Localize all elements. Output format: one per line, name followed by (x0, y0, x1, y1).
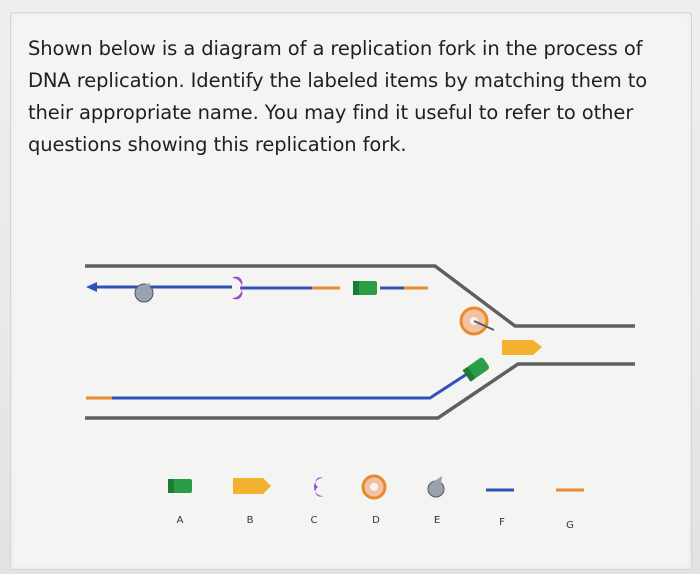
top-parental-strand (85, 264, 635, 328)
legend-label-d: D (372, 515, 380, 526)
ring-at-fork (459, 306, 495, 336)
polymerase-on-lagging (353, 281, 377, 295)
sliding-clamp-on-strand (232, 276, 243, 300)
legend-label-a: A (177, 515, 184, 526)
legend-label-g: G (566, 520, 574, 531)
question-text: Shown below is a diagram of a replicatio… (28, 37, 648, 156)
polymerase-on-leading (462, 357, 490, 382)
legend-label-f: F (499, 517, 505, 528)
legend-label-c: C (311, 515, 318, 526)
legend-label-b: B (247, 515, 254, 526)
bottom-parental-strand (85, 362, 635, 420)
lagging-arrowhead (86, 282, 97, 292)
legend-icon-e (427, 476, 445, 498)
legend-label-e: E (434, 515, 440, 526)
helicase-at-fork (502, 340, 542, 355)
legend-icon-c (314, 477, 323, 497)
legend-icon-b (233, 478, 271, 494)
ssb-drop-on-strand (134, 283, 154, 303)
legend-icon-a (168, 479, 192, 493)
question-panel (10, 12, 692, 570)
leading-strand (112, 370, 471, 400)
legend-icon-d (361, 474, 387, 500)
